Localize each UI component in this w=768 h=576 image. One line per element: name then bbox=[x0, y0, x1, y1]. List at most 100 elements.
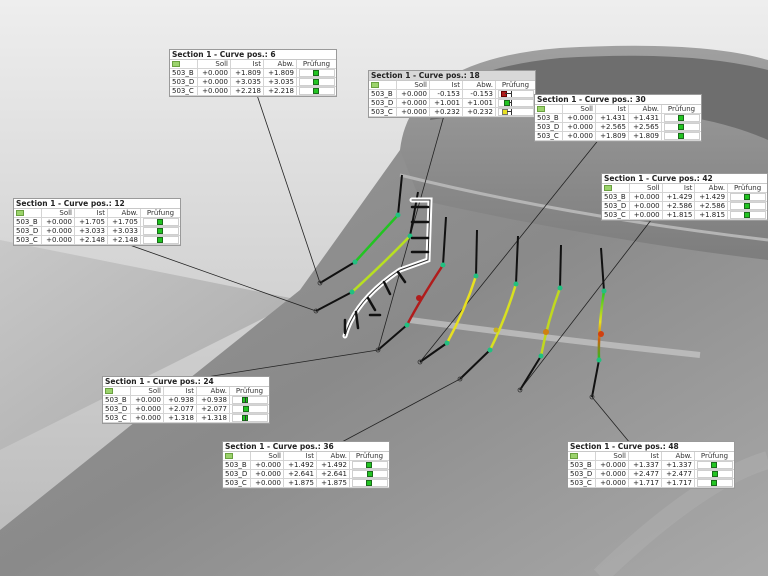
table-cell: Prüfung bbox=[349, 452, 389, 461]
table-cell: +0.000 bbox=[250, 460, 284, 470]
table-cell: 503_B bbox=[568, 460, 596, 470]
table-cell: Abw. bbox=[661, 452, 695, 461]
deviation-curves bbox=[351, 214, 606, 361]
status-ok-icon bbox=[351, 479, 388, 487]
point-icon bbox=[105, 388, 113, 394]
table-cell: +1.431 bbox=[595, 113, 629, 123]
table-row: 503_B+0.000+1.429+1.429 bbox=[602, 192, 767, 202]
table-cell: +1.337 bbox=[628, 460, 662, 470]
table-cell: Ist bbox=[595, 105, 629, 114]
table-cell: +0.000 bbox=[41, 217, 75, 227]
table-cell bbox=[727, 210, 767, 220]
table-cell bbox=[223, 452, 251, 461]
status-ok-icon bbox=[663, 132, 700, 140]
table-cell bbox=[229, 404, 269, 414]
table-cell: +0.000 bbox=[130, 413, 164, 423]
table-cell: Prüfung bbox=[661, 105, 701, 114]
table-cell: +1.809 bbox=[628, 131, 662, 141]
table-cell: +1.717 bbox=[661, 478, 695, 488]
table-cell: 503_C bbox=[535, 131, 563, 141]
table-cell: Abw. bbox=[263, 60, 297, 69]
table-cell: Soll bbox=[396, 81, 430, 90]
status-ok-icon bbox=[663, 123, 700, 131]
table-cell: +3.033 bbox=[74, 226, 108, 236]
table-cell: 503_B bbox=[103, 395, 131, 405]
table-cell: 503_B bbox=[223, 460, 251, 470]
arrow-glyphs bbox=[342, 197, 433, 339]
table-cell bbox=[535, 105, 563, 114]
point-icon bbox=[16, 210, 24, 216]
table-row: 503_B+0.000-0.153-0.153 bbox=[369, 89, 535, 99]
table-cell bbox=[229, 395, 269, 405]
table-cell: Ist bbox=[283, 452, 317, 461]
status-ok-icon bbox=[231, 396, 268, 404]
status-ok-icon bbox=[696, 479, 733, 487]
table-cell: +0.000 bbox=[562, 113, 596, 123]
table-cell: +0.000 bbox=[595, 469, 629, 479]
table-cell: +1.875 bbox=[283, 478, 317, 488]
table-cell: Soll bbox=[595, 452, 629, 461]
table-cell: 503_D bbox=[369, 98, 397, 108]
callout-title: Section 1 - Curve pos.: 18 bbox=[369, 71, 535, 81]
table-cell bbox=[140, 226, 180, 236]
point-icon bbox=[225, 453, 233, 459]
table-cell: +1.815 bbox=[694, 210, 729, 220]
table-cell bbox=[495, 107, 535, 117]
table-cell bbox=[170, 60, 198, 69]
callout-title: Section 1 - Curve pos.: 36 bbox=[223, 442, 389, 452]
table-row: 503_B+0.000+1.337+1.337 bbox=[568, 460, 734, 470]
table-row: 503_B+0.000+1.492+1.492 bbox=[223, 460, 389, 470]
table-cell: +3.035 bbox=[230, 77, 264, 87]
table-cell bbox=[661, 113, 701, 123]
table-cell: Soll bbox=[629, 184, 663, 193]
table-cell bbox=[568, 452, 596, 461]
table-cell: +0.000 bbox=[629, 201, 663, 211]
table-cell bbox=[103, 387, 131, 396]
table-cell: 503_B bbox=[170, 68, 198, 78]
table-cell: Abw. bbox=[462, 81, 496, 90]
table-row: 503_D+0.000+2.077+2.077 bbox=[103, 404, 269, 414]
table-cell bbox=[495, 89, 535, 99]
table-cell: +0.000 bbox=[396, 107, 430, 117]
status-ok-icon bbox=[351, 470, 388, 478]
table-row: 503_D+0.000+3.033+3.033 bbox=[14, 226, 180, 236]
table-row: 503_C+0.000+1.717+1.717 bbox=[568, 478, 734, 488]
callout-title: Section 1 - Curve pos.: 12 bbox=[14, 199, 180, 209]
table-cell: +0.000 bbox=[396, 98, 430, 108]
table-row: 503_D+0.000+2.586+2.586 bbox=[602, 201, 767, 211]
table-cell: Prüfung bbox=[229, 387, 269, 396]
table-cell: +0.000 bbox=[629, 210, 663, 220]
part-left-face bbox=[0, 240, 300, 450]
table-cell: +1.875 bbox=[316, 478, 350, 488]
table-cell: 503_C bbox=[223, 478, 251, 488]
table-cell: +1.429 bbox=[694, 192, 729, 202]
status-ok-icon bbox=[231, 405, 268, 413]
table-cell bbox=[229, 413, 269, 423]
table-cell: +2.586 bbox=[694, 201, 729, 211]
table-cell bbox=[661, 122, 701, 132]
table-cell: +2.218 bbox=[230, 86, 264, 96]
table-cell bbox=[349, 478, 389, 488]
table-cell: 503_C bbox=[369, 107, 397, 117]
status-ok-icon bbox=[298, 87, 335, 95]
table-cell: 503_B bbox=[14, 217, 42, 227]
table-cell: +1.809 bbox=[595, 131, 629, 141]
table-cell: +2.218 bbox=[263, 86, 297, 96]
table-row: 503_C+0.000+1.875+1.875 bbox=[223, 478, 389, 488]
table-cell bbox=[349, 460, 389, 470]
table-cell: +1.431 bbox=[628, 113, 662, 123]
table-cell: +0.000 bbox=[41, 226, 75, 236]
table-row: 503_D+0.000+2.641+2.641 bbox=[223, 469, 389, 479]
table-cell: +2.641 bbox=[283, 469, 317, 479]
